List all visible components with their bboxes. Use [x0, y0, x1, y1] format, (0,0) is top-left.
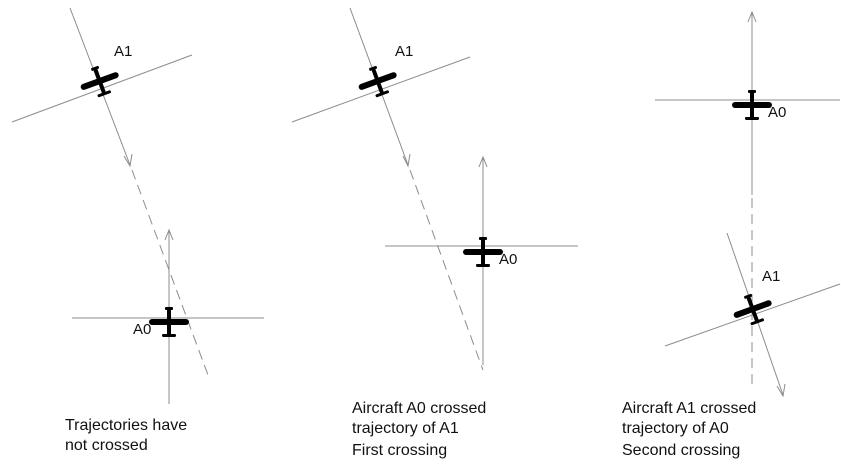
- panel-second-crossing: A0 A1 Aircraft A1 crossed trajectory of …: [622, 10, 841, 459]
- aircraft-a0-icon: [463, 237, 503, 267]
- a1-trajectory-projected: [409, 169, 484, 371]
- aircraft-a0-icon: [732, 90, 772, 120]
- caption-line-2: trajectory of A0: [622, 420, 729, 437]
- aircraft-a0-label: A0: [499, 251, 517, 268]
- panel-not-crossed: A1 A0 Trajectories have not crossed: [11, 7, 264, 454]
- a1-direction-arrow: [776, 383, 786, 398]
- a1-direction-arrow: [402, 153, 411, 168]
- aircraft-a1-label: A1: [114, 43, 132, 60]
- aircraft-a1-label: A1: [762, 268, 780, 285]
- panel-first-crossing: A1 A0 Aircraft A0 crossed trajectory of …: [291, 7, 578, 459]
- caption-line-3: Second crossing: [622, 442, 740, 459]
- a1-direction-arrow: [123, 153, 133, 168]
- caption-line-1: Trajectories have: [65, 417, 187, 434]
- aircraft-a0-label: A0: [133, 321, 151, 338]
- caption-line-2: trajectory of A1: [352, 420, 459, 437]
- a1-cross-line: [664, 283, 841, 347]
- aircraft-a0-label: A0: [768, 104, 786, 121]
- aircraft-a1-label: A1: [395, 43, 413, 60]
- caption-line-1: Aircraft A1 crossed: [622, 400, 756, 417]
- aircraft-a1-icon: [353, 60, 402, 102]
- a0-direction-arrow: [747, 10, 757, 23]
- a0-direction-arrow: [478, 155, 488, 168]
- caption-line-3: First crossing: [352, 442, 447, 459]
- aircraft-a0-icon: [149, 307, 189, 337]
- caption-line-2: not crossed: [65, 437, 148, 454]
- caption-line-1: Aircraft A0 crossed: [352, 400, 486, 417]
- a0-direction-arrow: [164, 228, 174, 241]
- a1-trajectory-projected: [131, 169, 209, 376]
